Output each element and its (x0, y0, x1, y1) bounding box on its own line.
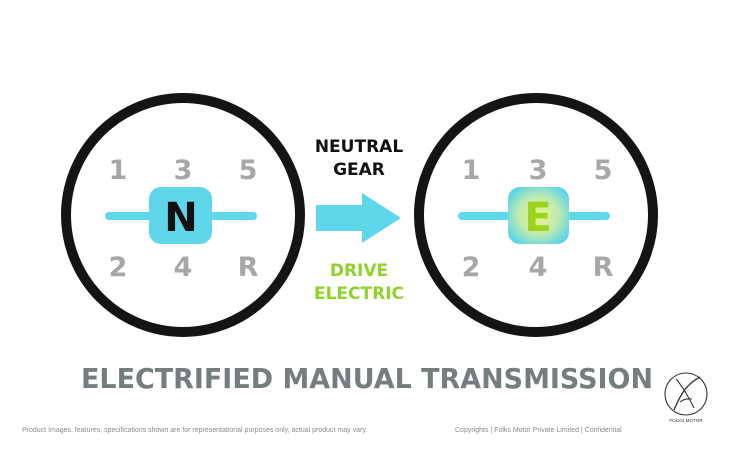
right-gear-diagram: E 1 3 5 2 4 R (414, 93, 658, 337)
right-arrow-icon (316, 193, 401, 243)
left-gear-ring (61, 93, 305, 337)
page-title: ELECTRIFIED MANUAL TRANSMISSION (81, 363, 653, 395)
neutral-label-line1: NEUTRAL (315, 137, 403, 157)
left-gear-knob (149, 187, 212, 244)
transition-center: NEUTRAL GEAR DRIVE ELECTRIC (314, 137, 404, 304)
left-gear-1: 1 (109, 155, 128, 186)
right-gear-ring (414, 93, 658, 337)
left-gear-3: 3 (174, 155, 193, 186)
right-gear-2: 2 (462, 252, 481, 283)
left-gear-diagram: N 1 3 5 2 4 R (61, 93, 305, 337)
left-gear-r: R (238, 252, 259, 283)
left-gear-5: 5 (239, 155, 258, 186)
drive-label-line2: ELECTRIC (314, 284, 404, 304)
folks-motor-logo-icon: FOLKS MOTOR (664, 372, 708, 423)
copyright-text: Copyrights | Folks Motor Private Limited… (455, 427, 622, 434)
left-knob-letter: N (164, 195, 197, 241)
right-gear-5: 5 (594, 155, 613, 186)
right-gear-4: 4 (529, 252, 548, 283)
left-gear-4: 4 (174, 252, 193, 283)
neutral-label-line2: GEAR (333, 160, 385, 180)
right-knob-letter: E (524, 195, 551, 241)
right-gear-r: R (593, 252, 614, 283)
left-gear-2: 2 (109, 252, 128, 283)
drive-label-line1: DRIVE (330, 261, 388, 281)
disclaimer-text: Product Images, features, specifications… (22, 427, 367, 434)
right-gear-3: 3 (529, 155, 548, 186)
right-gear-1: 1 (462, 155, 481, 186)
logo-name: FOLKS MOTOR (669, 418, 703, 423)
right-gear-knob (508, 187, 569, 244)
